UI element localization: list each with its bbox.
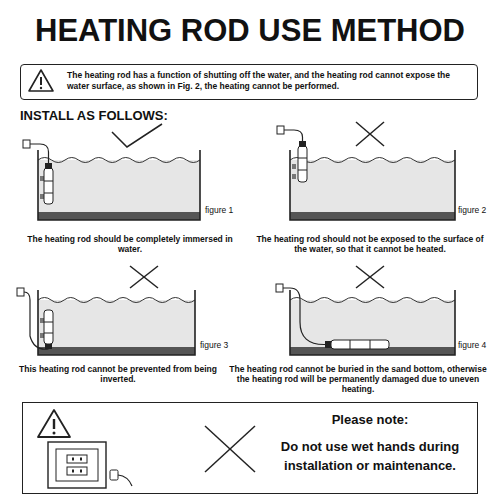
warning-box: The heating rod has a function of shutti… — [20, 64, 478, 100]
heating-rod — [331, 340, 389, 349]
cross-mark — [356, 122, 384, 146]
rod-band — [298, 170, 307, 171]
check-mark — [112, 124, 162, 147]
water-surface — [290, 298, 455, 303]
suction-cup — [292, 174, 296, 179]
note-column: Please note: Do not use wet hands during … — [269, 411, 471, 476]
sand — [290, 212, 455, 220]
suction-cup — [40, 333, 44, 338]
rod-band — [44, 333, 53, 334]
cross-mark — [356, 266, 384, 288]
figure-caption: The heating rod should be completely imm… — [18, 234, 242, 254]
figure-caption: The heating rod should not be exposed to… — [250, 234, 490, 254]
plug — [276, 284, 283, 292]
tank-wall — [38, 150, 200, 220]
water-surface — [290, 158, 455, 163]
suction-cup — [40, 176, 44, 181]
outlet-slot — [72, 458, 74, 461]
cable — [24, 292, 49, 349]
outlet-slot — [80, 458, 82, 461]
plug — [277, 126, 284, 134]
tank-wall — [290, 290, 455, 355]
water-surface — [38, 158, 200, 163]
cable — [284, 130, 303, 141]
suction-cup — [292, 164, 296, 169]
water — [38, 300, 195, 355]
figure-label: figure 3 — [200, 340, 228, 350]
rod-cap — [45, 163, 52, 169]
sand — [38, 212, 200, 220]
warning-triangle — [38, 410, 70, 437]
cross-mark — [356, 266, 384, 288]
cross-mark — [205, 426, 255, 472]
figure-label: figure 4 — [458, 340, 486, 350]
rod-band — [44, 181, 53, 182]
rod-band — [370, 340, 371, 349]
cross-mark — [130, 266, 158, 288]
warning-mark — [40, 77, 42, 85]
tank-figure-2 — [277, 122, 455, 220]
plug — [110, 470, 118, 480]
wall-socket — [48, 442, 132, 488]
cable — [30, 144, 49, 163]
water — [290, 160, 455, 220]
warning-dot — [40, 87, 42, 89]
rod-cap — [325, 341, 331, 348]
warning-icon — [29, 70, 53, 91]
cable — [283, 288, 325, 345]
outlet-slot — [72, 470, 74, 473]
figure-label: figure 2 — [458, 205, 486, 215]
rod-cap — [45, 344, 52, 349]
heating-rod — [44, 310, 53, 344]
cross-mark — [205, 426, 255, 472]
plug — [23, 140, 30, 148]
socket-face — [56, 449, 98, 481]
warning-dot — [53, 432, 56, 435]
heating-rod — [298, 146, 307, 182]
rod-cap — [299, 141, 306, 147]
warning-text: The heating rod has a function of shutti… — [67, 70, 469, 92]
outlet — [67, 455, 87, 463]
rod-band — [298, 158, 307, 159]
warning-mark — [53, 419, 55, 429]
cross-mark — [356, 122, 384, 146]
figure-caption: This heating rod cannot be prevented fro… — [18, 364, 218, 384]
plug — [17, 288, 24, 296]
cross-mark — [130, 266, 158, 288]
warning-icon — [38, 410, 70, 437]
outlet — [67, 467, 87, 475]
section-heading: INSTALL AS FOLLOWS: — [20, 108, 168, 124]
rod-band — [44, 322, 53, 323]
cable — [118, 475, 132, 486]
socket-plate — [48, 442, 106, 488]
suction-cup — [40, 318, 44, 323]
suction-cup — [40, 194, 44, 199]
rod-band — [350, 340, 351, 349]
figure-label: figure 1 — [205, 205, 233, 215]
tank-wall — [38, 290, 195, 355]
heating-rod — [44, 168, 53, 204]
tank-figure-4 — [276, 266, 455, 355]
warning-triangle — [29, 70, 53, 91]
note-heading: Please note: — [269, 411, 471, 430]
water-surface — [38, 298, 195, 303]
rod-band — [44, 193, 53, 194]
water — [38, 160, 200, 220]
tank-figure-3 — [17, 266, 195, 355]
figure-caption: The heating rod cannot be buried in the … — [222, 364, 494, 395]
tank-wall — [290, 150, 455, 220]
title: HEATING ROD USE METHOD — [0, 12, 500, 50]
outlet-slot — [80, 470, 82, 473]
note-body: Do not use wet hands during installation… — [269, 438, 471, 476]
tank-figure-1 — [23, 124, 200, 220]
sand — [38, 347, 195, 355]
note-box: Please note: Do not use wet hands during … — [22, 402, 478, 494]
water — [290, 300, 455, 355]
